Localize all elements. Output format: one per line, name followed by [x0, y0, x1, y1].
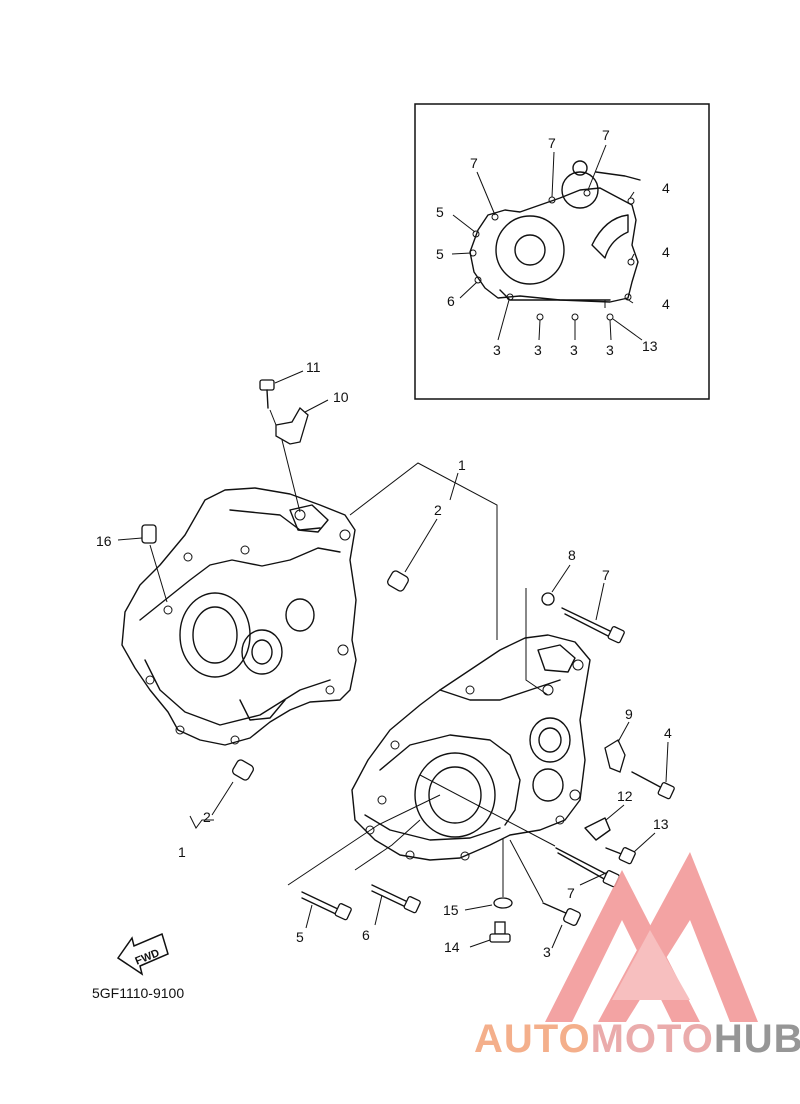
part-2-dowel-upper: [387, 570, 409, 592]
inset-lower-edge: [499, 289, 611, 301]
left-top-rib: [229, 509, 321, 531]
watermark-hub: HUB: [714, 1017, 800, 1061]
inset-callout-4a: 4: [662, 180, 670, 196]
callout-3: 3: [543, 944, 551, 960]
diagram-code: 5GF1110-9100: [92, 985, 184, 1001]
right-shaft-boss: [532, 768, 564, 802]
left-bearing-inner: [251, 639, 273, 665]
callout-4: 4: [664, 725, 672, 741]
inset-callout-13: 13: [642, 338, 658, 354]
callout-2-upper: 2: [434, 502, 442, 518]
inset-callout-6: 6: [447, 293, 455, 309]
left-crank-bore: [179, 592, 251, 678]
inset-callout-3b: 3: [534, 342, 542, 358]
part-11-bolt: [259, 379, 275, 409]
right-crank-bore-inner: [428, 766, 482, 824]
left-shaft-boss: [285, 598, 315, 632]
right-bolt-holes: [365, 659, 584, 861]
fwd-arrow: FWD: [116, 932, 169, 976]
inset-callout-3d: 3: [606, 342, 614, 358]
callout-15: 15: [443, 902, 459, 918]
inset-oil-pump: [561, 171, 599, 209]
right-top-rib: [439, 679, 561, 701]
callout-6: 6: [362, 927, 370, 943]
inset-crankcase-outline: [469, 187, 639, 303]
left-crankcase-outline: [121, 487, 357, 746]
right-lower-flange: [364, 814, 501, 841]
part-4-bolt: [631, 771, 675, 800]
right-bearing-boss: [529, 717, 571, 763]
inset-callout-3a: 3: [493, 342, 501, 358]
main-leader-lines: [117, 370, 669, 949]
right-crankcase-outline: [351, 634, 591, 861]
callout-7-lower: 7: [567, 885, 575, 901]
main-callouts: 11 10 1 2 16 8 7 9 4 12 13 2 1 7 5 6 15 …: [96, 359, 672, 960]
left-breather-boss: [289, 504, 329, 533]
inset-callout-5a: 5: [436, 204, 444, 220]
inset-pump-boss: [572, 160, 588, 176]
left-case-flange: [139, 547, 341, 621]
part-3-bolt: [542, 902, 581, 926]
svg-text:AUTOMOTOHUB: AUTOMOTOHUB: [474, 1017, 800, 1061]
part-2-dowel-lower: [232, 759, 254, 781]
left-crankcase: [121, 487, 357, 746]
part-6-bolt: [371, 884, 421, 914]
left-lower-flange: [144, 659, 331, 726]
left-crank-bore-inner: [192, 606, 238, 664]
inset-callout-7b: 7: [548, 135, 556, 151]
callout-8: 8: [568, 547, 576, 563]
inset-callout-5b: 5: [436, 246, 444, 262]
part-10-bracket: [275, 406, 309, 445]
callout-2-lower: 2: [203, 809, 211, 825]
inset-callout-7a: 7: [470, 155, 478, 171]
callout-13: 13: [653, 816, 669, 832]
callout-1-lower: 1: [178, 844, 186, 860]
part-12-clip: [584, 817, 611, 841]
callout-1-upper: 1: [458, 457, 466, 473]
left-drain-rib: [239, 699, 286, 721]
inset-callout-4b: 4: [662, 244, 670, 260]
inset-detail-view: 7 7 7 4 5 5 4 6 4 3 3 3 3 13: [414, 103, 710, 400]
callout-16: 16: [96, 533, 112, 549]
right-bearing-inner: [538, 727, 562, 753]
part-5-bolt: [301, 891, 352, 921]
callout-11: 11: [306, 359, 321, 375]
part-7-bolt-upper: [561, 607, 625, 644]
part-16-dowel: [141, 524, 157, 544]
watermark-logo: AUTOMOTOHUB: [474, 852, 800, 1061]
watermark-moto: MOTO: [591, 1017, 714, 1061]
inset-hose: [595, 171, 641, 181]
left-bearing-boss: [241, 629, 283, 675]
callout-5: 5: [296, 929, 304, 945]
part-8-washer: [541, 592, 555, 606]
right-crank-bore: [414, 752, 496, 838]
right-crankcase: [351, 634, 591, 861]
callout-9: 9: [625, 706, 633, 722]
right-case-flange: [379, 734, 521, 826]
inset-frame: [414, 103, 710, 400]
part-15-washer: [493, 897, 513, 909]
right-breather-boss: [537, 644, 576, 673]
inset-callout-4c: 4: [662, 296, 670, 312]
callout-10: 10: [333, 389, 349, 405]
part-13-bolt: [605, 847, 636, 865]
small-parts: [141, 379, 675, 943]
callout-12: 12: [617, 788, 633, 804]
inset-clutch-housing: [495, 215, 565, 285]
inset-callout-3c: 3: [570, 342, 578, 358]
watermark-triangle-inner: [612, 930, 690, 1000]
inset-leader-lines: [451, 144, 643, 341]
part-14-drain-plug: [489, 921, 511, 943]
callout-14: 14: [444, 939, 460, 955]
watermark-auto: AUTO: [474, 1017, 591, 1061]
inset-clutch-hub: [514, 234, 546, 266]
part-9-clamp: [604, 739, 626, 773]
callout-7-upper: 7: [602, 567, 610, 583]
inset-callout-7c: 7: [602, 127, 610, 143]
inset-kick-arm: [591, 214, 629, 259]
